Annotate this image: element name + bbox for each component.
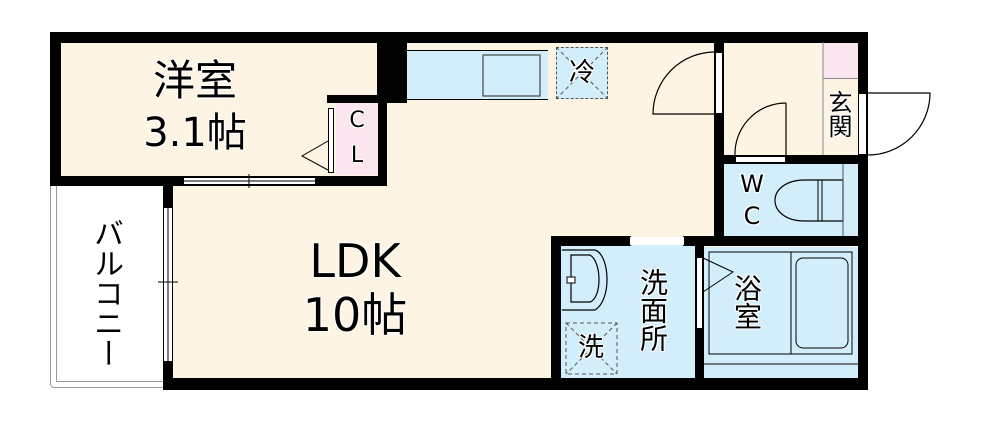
wall-washroom-left: [551, 236, 561, 390]
wall-closet-right: [378, 95, 387, 185]
bathroom-floor: [704, 247, 858, 378]
ldk-entrance-door-gap[interactable]: [715, 52, 723, 114]
wall-wc-top: [714, 155, 868, 164]
washroom-name: 洗面所: [636, 268, 669, 352]
western-room-size: 3.1帖: [143, 110, 247, 156]
bath-door-gap[interactable]: [696, 257, 703, 329]
toilet-label-w: W: [740, 170, 764, 198]
closet-door[interactable]: [328, 108, 334, 173]
washer-label: 洗: [577, 333, 604, 363]
western-room-name: 洋室: [152, 56, 237, 105]
balcony-inner-line: [56, 185, 165, 382]
wall-bottom: [163, 378, 868, 390]
closet-area: [336, 103, 378, 175]
kitchen-counter[interactable]: [407, 50, 548, 100]
wall-ldk-right: [714, 32, 724, 242]
toilet-room-floor: [724, 163, 858, 237]
wall-pillar-kitchen: [377, 32, 407, 103]
closet-label-l: L: [350, 143, 364, 168]
wall-top-left: [50, 32, 410, 43]
shoe-cabinet: [823, 42, 858, 79]
front-door-gap[interactable]: [858, 93, 867, 155]
toilet-label-c: C: [743, 202, 761, 230]
wall-washroom-top: [551, 236, 631, 246]
balcony-name: バルコニー: [88, 218, 123, 368]
wall-top-right: [405, 32, 868, 43]
entrance-name: 玄関: [824, 90, 852, 138]
wall-wc-bottom: [714, 236, 868, 246]
washroom-door-gap[interactable]: [630, 237, 684, 245]
wall-left-western: [50, 32, 61, 185]
wall-closet-top: [327, 95, 382, 103]
bathroom-name: 浴室: [730, 274, 763, 330]
wall-right-outer: [858, 32, 868, 390]
ldk-size: 10帖: [302, 288, 408, 342]
closet-label-c: C: [349, 108, 365, 133]
fridge-label: 冷: [568, 58, 595, 88]
ldk-name: LDK: [309, 234, 401, 288]
